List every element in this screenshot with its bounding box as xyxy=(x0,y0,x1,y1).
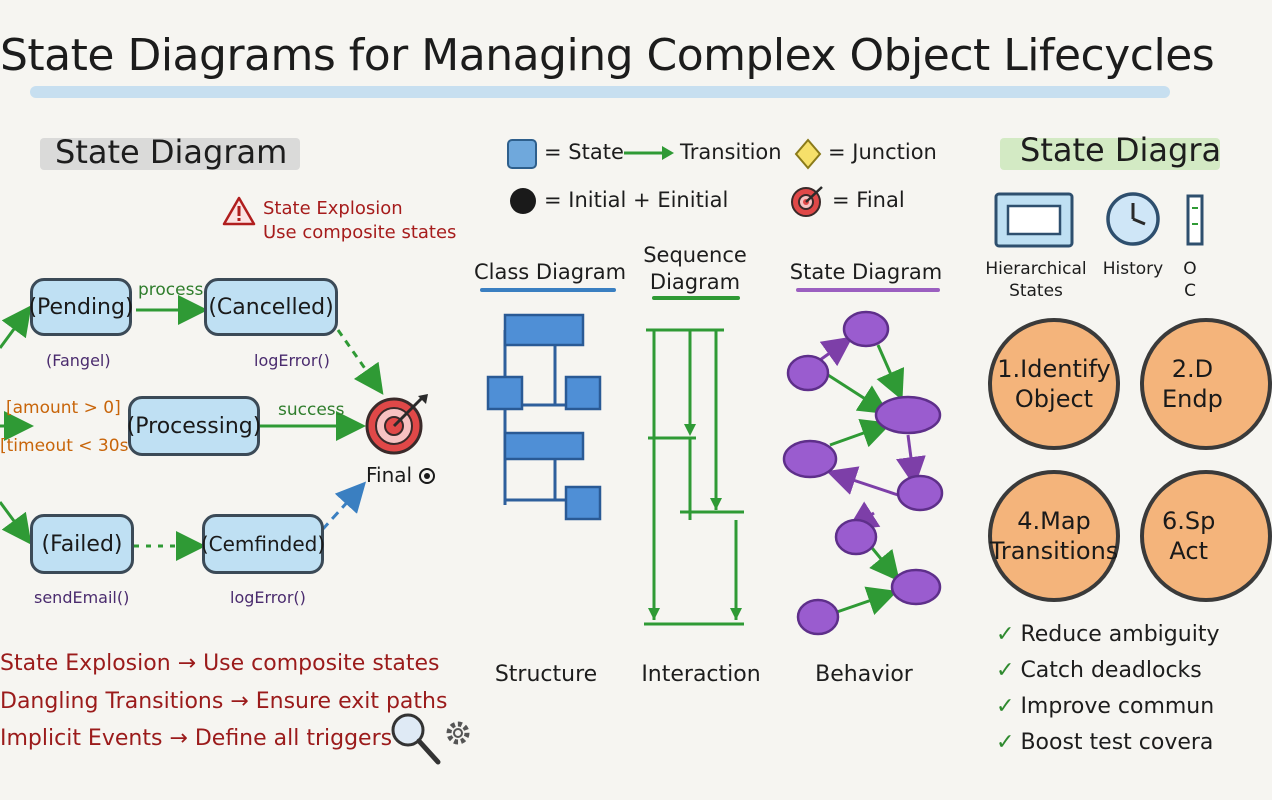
left-section-highlight xyxy=(40,138,300,170)
search-gear-icons xyxy=(391,713,470,765)
title-underline xyxy=(30,86,1170,98)
label-success: success xyxy=(278,400,345,420)
benefit-2: ✓Catch deadlocks xyxy=(996,658,1202,694)
hierarchical-label-line-1: Hierarchical xyxy=(985,259,1087,279)
state-diagram-underline xyxy=(796,288,940,292)
state-processing: (Processing) xyxy=(127,396,261,456)
sequence-title-line-2: Diagram xyxy=(649,270,741,294)
check-icon: ✓ xyxy=(996,694,1015,719)
step-4: 4.Map Transitions xyxy=(988,470,1120,602)
legend-transition-arrow-icon xyxy=(624,146,674,160)
check-icon: ✓ xyxy=(996,730,1015,755)
pitfall-3: Implicit Events → Define all triggers xyxy=(0,726,393,751)
step-1: 1.Identify Object xyxy=(988,318,1120,450)
page-title: State Diagrams for Managing Complex Obje… xyxy=(0,30,1215,81)
step-4-text: 4.Map Transitions xyxy=(989,507,1119,565)
state-diagram-caption: Behavior xyxy=(815,662,913,687)
check-icon: ✓ xyxy=(996,622,1015,647)
final-label: Final xyxy=(366,463,436,487)
checklist-label-line-1: O xyxy=(1183,259,1197,279)
benefit-2-text: Catch deadlocks xyxy=(1020,658,1202,683)
legend-junction: = Junction xyxy=(828,140,937,164)
state-cancelled: (Cancelled) xyxy=(204,278,338,336)
legend-final: = Final xyxy=(832,188,905,212)
hierarchical-states-icon xyxy=(994,192,1074,248)
warning-line-2: Use composite states xyxy=(263,222,457,243)
search-icon xyxy=(391,713,441,765)
state-diagram-graphic xyxy=(782,310,944,636)
final-target-icon xyxy=(365,394,428,455)
gear-icon xyxy=(446,721,470,745)
checklist-label: O C xyxy=(1180,258,1200,302)
benefits-list: ✓Reduce ambiguity ✓Catch deadlocks ✓Impr… xyxy=(996,622,1219,766)
warning-text: State Explosion Use composite states xyxy=(263,197,456,245)
label-process: process xyxy=(138,280,204,300)
sequence-diagram-title: Sequence Diagram xyxy=(640,242,750,296)
legend-state: = State xyxy=(544,140,624,164)
guard-timeout: [timeout < 30s xyxy=(0,436,129,456)
pitfall-1: State Explosion → Use composite states xyxy=(0,651,440,676)
benefit-3-text: Improve commun xyxy=(1020,694,1215,719)
check-icon: ✓ xyxy=(996,658,1015,683)
label-send-email: sendEmail() xyxy=(34,588,130,607)
sequence-title-line-1: Sequence xyxy=(643,243,747,267)
legend-junction-icon xyxy=(794,138,822,170)
sequence-diagram-underline xyxy=(652,296,740,300)
benefit-4-text: Boost test covera xyxy=(1020,730,1214,755)
legend-state-icon xyxy=(507,139,537,169)
label-log-error-1: logError() xyxy=(254,351,330,370)
step-2: 2.D Endp xyxy=(1140,318,1272,450)
history-label: History xyxy=(1102,259,1164,279)
legend-transition: Transition xyxy=(680,140,782,164)
checklist-icon xyxy=(1186,194,1204,246)
benefit-1: ✓Reduce ambiguity xyxy=(996,622,1219,658)
step-1-text: 1.Identify Object xyxy=(997,355,1111,413)
steps-area: 1.Identify Object 2.D Endp 4.Map Transit… xyxy=(960,310,1272,610)
left-section-title: State Diagram xyxy=(55,133,288,171)
legend-initial: = Initial + Einitial xyxy=(544,188,729,212)
label-log-error-2: logError() xyxy=(230,588,306,607)
legend-initial-icon xyxy=(510,188,536,214)
state-failed: (Failed) xyxy=(30,514,134,574)
step-2-text: 2.D Endp xyxy=(1162,355,1223,413)
right-section-highlight xyxy=(1000,138,1220,170)
class-diagram-title: Class Diagram xyxy=(474,260,627,284)
class-diagram-caption: Structure xyxy=(494,662,598,687)
state-pending: (Pending) xyxy=(28,278,134,336)
class-diagram-underline xyxy=(480,288,616,292)
guard-amount: [amount > 0] xyxy=(6,398,121,418)
lifecycle-arrows xyxy=(0,295,384,561)
step-6-text: 6.Sp Act xyxy=(1162,507,1216,565)
benefit-1-text: Reduce ambiguity xyxy=(1020,622,1220,647)
warning-icon xyxy=(222,196,256,226)
sequence-diagram-caption: Interaction xyxy=(641,662,761,687)
checklist-label-line-2: C xyxy=(1184,281,1196,301)
final-state-icon xyxy=(419,468,436,484)
clock-icon xyxy=(1106,192,1160,246)
state-diagram-title: State Diagram xyxy=(789,260,943,284)
sequence-diagram-graphic xyxy=(644,328,744,626)
legend-final-icon xyxy=(791,186,823,217)
class-diagram-graphic xyxy=(486,313,602,521)
warning-line-1: State Explosion xyxy=(263,198,403,219)
benefit-3: ✓Improve commun xyxy=(996,694,1214,730)
final-text: Final xyxy=(366,463,413,487)
benefit-4: ✓Boost test covera xyxy=(996,730,1213,766)
step-6: 6.Sp Act xyxy=(1140,470,1272,602)
right-section-title: State Diagra xyxy=(1020,131,1222,169)
hierarchical-states-label: Hierarchical States xyxy=(980,258,1092,302)
pitfall-2: Dangling Transitions → Ensure exit paths xyxy=(0,689,448,714)
label-fangel: (Fangel) xyxy=(46,351,111,370)
state-cemfinded: (Cemfinded) xyxy=(201,514,325,574)
hierarchical-label-line-2: States xyxy=(1009,281,1063,301)
